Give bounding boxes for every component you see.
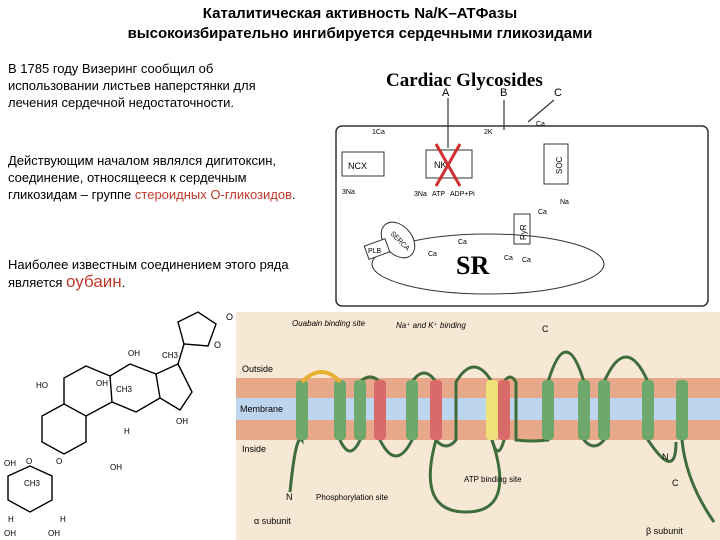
ion-ca-1: Ca: [536, 121, 545, 128]
ion-ca-2: Ca: [538, 209, 547, 216]
ion-ca-4: Ca: [428, 251, 437, 258]
p3-highlight: оубаин: [66, 272, 122, 291]
label-a: A: [442, 87, 450, 99]
ion-adp: ADP+Pi: [450, 191, 475, 198]
ion-atp: ATP: [432, 191, 445, 198]
alpha-chain: [288, 350, 678, 493]
ion-2k: 2K: [484, 129, 493, 136]
cytoplasmic-loop: [428, 439, 502, 514]
beta-n-label: N: [662, 452, 669, 462]
paragraph-ouabain: Наиболее известным соединением этого ряд…: [8, 256, 296, 291]
helix-6: [430, 380, 442, 440]
label-oh5: OH: [4, 459, 16, 468]
plb-protein: [363, 238, 391, 260]
label-h2: H: [60, 515, 66, 524]
alpha-n-label: N: [286, 492, 293, 502]
ion-ca-6: Ca: [522, 257, 531, 264]
phosphorylation-label: Phosphorylation site: [316, 493, 389, 502]
inside-label: Inside: [242, 444, 266, 454]
membrane-topology-diagram: Outside Membrane Inside Ouabain binding …: [236, 312, 720, 540]
pump-label: NK: [434, 160, 447, 170]
helix-5: [406, 380, 418, 440]
ion-ca-3: Ca: [458, 239, 467, 246]
cell-membrane: [335, 125, 709, 307]
arrow-c: [527, 99, 555, 123]
label-b: B: [500, 87, 507, 99]
inhibition-cross: [434, 143, 462, 187]
ion-na: Na: [560, 199, 569, 206]
helix-4: [374, 380, 386, 440]
title-line-2: высокоизбирательно ингибируется сердечны…: [127, 25, 593, 42]
ion-ca-5: Ca: [504, 255, 513, 262]
label-o1: O: [226, 312, 233, 322]
label-oh7: OH: [4, 529, 16, 538]
paragraph-digitoxin: Действующим началом являлся дигитоксин, …: [8, 152, 296, 203]
cardiac-glycosides-diagram: Cardiac Glycosides NCX NK SOC RyR SR SER…: [335, 70, 709, 307]
soc-label: SOC: [555, 156, 564, 174]
helix-10: [578, 380, 590, 440]
label-h1: H: [124, 427, 130, 436]
ouabain-site-label: Ouabain binding site: [292, 319, 365, 328]
beta-chain: [680, 382, 716, 523]
label-oh4: OH: [110, 463, 122, 472]
ouabain-structure: O O CH3 CH3 CH3 H H H OH OH OH OH OH OH …: [4, 311, 233, 538]
plb-label: PLB: [368, 248, 382, 255]
label-ch3c: CH3: [24, 479, 41, 488]
label-oh2: OH: [96, 379, 108, 388]
p2-text: Действующим началом являлся дигитоксин, …: [8, 153, 277, 202]
membrane-label: Membrane: [240, 404, 283, 414]
helix-8: [498, 380, 510, 440]
atp-site-label: ATP binding site: [464, 475, 522, 484]
ncx-transporter: [341, 151, 385, 177]
sr-label: SR: [456, 251, 489, 280]
outside-label: Outside: [242, 364, 273, 374]
ouabain-site-marker: [300, 370, 342, 384]
helix-2: [334, 380, 346, 440]
ion-3na-b: 3Na: [414, 191, 427, 198]
label-ch3b: CH3: [116, 385, 133, 394]
ryr-channel: [513, 213, 531, 245]
label-ho1: HO: [36, 381, 48, 390]
label-c: C: [554, 87, 562, 99]
label-oh6: OH: [48, 529, 60, 538]
label-h3: H: [8, 515, 14, 524]
beta-subunit-label: β subunit: [646, 526, 683, 536]
structure-bonds: [7, 311, 217, 513]
helix-7: [486, 380, 498, 440]
label-o2: O: [214, 340, 221, 350]
alpha-c-label: C: [542, 324, 549, 334]
label-oh3: OH: [176, 417, 188, 426]
ion-3na: 3Na: [342, 189, 355, 196]
p3-end: .: [121, 275, 126, 290]
helix-11: [598, 380, 610, 440]
helix-12: [642, 380, 654, 440]
label-o3: O: [56, 457, 62, 466]
nak-site-label: Na⁺ and K⁺ binding: [396, 321, 466, 330]
ion-1ca: 1Ca: [372, 129, 385, 136]
beta-c-label: C: [672, 478, 679, 488]
label-ch3a: CH3: [162, 351, 179, 360]
ryr-label: RyR: [519, 224, 528, 240]
slide-title: Каталитическая активность Na/K–ATФазы вы…: [0, 4, 720, 44]
helix-9: [542, 380, 554, 440]
ncx-label: NCX: [348, 161, 367, 171]
helix-3: [354, 380, 366, 440]
alpha-subunit-label: α subunit: [254, 516, 291, 526]
p2-highlight: стероидных O-гликозидов: [134, 187, 292, 202]
helix-1: [296, 380, 308, 440]
label-oh1: OH: [128, 349, 140, 358]
helices: [296, 380, 688, 440]
label-o4: O: [26, 457, 32, 466]
p3-text: Наиболее известным соединением этого ряд…: [8, 257, 289, 290]
paragraph-history: В 1785 году Визеринг сообщил об использо…: [8, 61, 256, 110]
soc-channel: [543, 143, 569, 185]
title-line-1: Каталитическая активность Na/K–ATФазы: [202, 5, 518, 22]
sarcoplasmic-reticulum: [371, 233, 605, 295]
diagram-title: Cardiac Glycosides: [386, 70, 543, 91]
helix-beta: [676, 380, 688, 440]
p2-end: .: [292, 187, 296, 202]
